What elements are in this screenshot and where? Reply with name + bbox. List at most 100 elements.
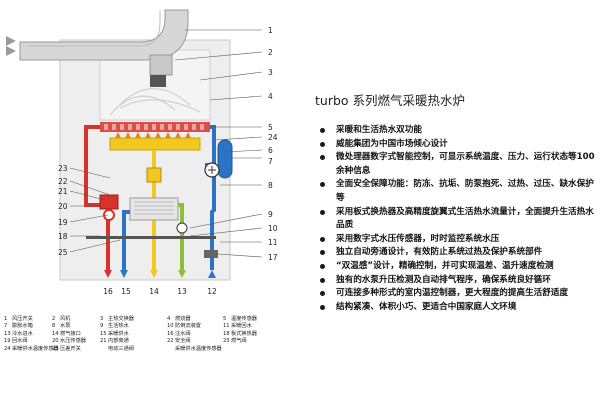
feature-item: 结构紧凑、体积小巧、更适合中国家庭人文环境 [318, 301, 596, 315]
dhw-pipe [122, 203, 184, 270]
legend-item: 10防倒流装置 [167, 323, 201, 330]
callout-10: 10 [268, 224, 278, 233]
fill-valve [204, 250, 218, 258]
bypass-horizontal [86, 236, 216, 239]
callout-21: 21 [58, 187, 68, 196]
feature-item: 威能集团为中国市场倾心设计 [318, 138, 596, 152]
bullet-icon [320, 209, 325, 215]
feature-text: “双温感”设计，精确控制，并可实现温差、温升速度检测 [336, 260, 554, 271]
heat-flow-curves [109, 88, 201, 116]
legend-item: 25压差开关 [52, 345, 81, 352]
feature-text: 威能集团为中国市场倾心设计 [336, 138, 448, 149]
flow-meter [176, 222, 188, 234]
legend-item: 14燃气接口 [52, 330, 81, 337]
air-intake-arrows [6, 36, 16, 56]
bullet-icon [320, 182, 325, 188]
legend-item: 23燃气阀 [223, 338, 247, 345]
feature-text: 可连接多种形式的室内温控制器，更大程度的提高生活舒适度 [336, 288, 569, 299]
feature-list: 采暖和生活热水双功能 威能集团为中国市场倾心设计 微处理器数字式智能控制，可显示… [318, 124, 596, 314]
connection-16: 16 [103, 287, 113, 296]
callout-leaders-left [69, 167, 121, 253]
feature-item: 采用板式换热器及高精度旋翼式生活热水流量计，全面提升生活热水品质 [318, 206, 596, 233]
callout-19: 19 [58, 218, 68, 227]
feature-text: 全面安全保障功能：防冻、抗垢、防泵抱死、过热、过压、缺水保护等 [336, 179, 594, 203]
callout-23: 23 [58, 164, 68, 173]
callout-24: 24 [268, 133, 278, 142]
diverter-valve [99, 194, 119, 221]
callout-4: 4 [268, 92, 273, 101]
callout-1: 1 [268, 26, 273, 35]
feature-text: 结构紧凑、体积小巧、更适合中国家庭人文环境 [336, 301, 517, 312]
feature-item: 可连接多种形式的室内温控制器，更大程度的提高生活舒适度 [318, 287, 596, 301]
bullet-icon [320, 250, 325, 256]
callout-17: 17 [268, 253, 278, 262]
feature-item: 采暖和生活热水双功能 [318, 124, 596, 138]
legend-item: 22安全阀 [167, 338, 191, 345]
connection-15: 15 [121, 287, 131, 296]
bullet-icon [320, 128, 325, 133]
feature-text: 微处理器数字式智能控制，可显示系统温度、压力、运行状态等100余种信息 [336, 152, 595, 176]
legend-item: 19回水阀 [4, 338, 28, 345]
feature-item: 采用数字式水压传感器，时时监控系统水压 [318, 233, 596, 247]
connection-numbers: 16 15 14 13 12 [103, 287, 217, 296]
main-heat-exchanger [100, 122, 210, 132]
callout-25: 25 [58, 248, 68, 257]
bullet-icon [320, 141, 325, 147]
callout-8: 8 [268, 181, 273, 190]
callout-2: 2 [268, 48, 273, 57]
connection-14: 14 [149, 287, 159, 296]
callout-11: 11 [268, 238, 278, 247]
legend-item: 18板式换热器 [223, 330, 257, 337]
legend-item: 采暖供水温度传感器 [175, 345, 222, 352]
boiler-cutaway-diagram: 1 2 3 4 5 24 6 7 8 9 10 11 17 23 22 21 2… [6, 9, 278, 296]
bullet-icon [320, 277, 325, 283]
legend-item: 电动三通阀 [108, 345, 134, 352]
bullet-icon [320, 291, 325, 297]
callout-20: 20 [58, 202, 68, 211]
callout-numbers-right: 1 2 3 4 5 24 6 7 8 9 10 11 17 [268, 26, 278, 262]
callout-9: 9 [268, 210, 273, 219]
feature-text: 独立自动旁通设计，有效防止系统过热及保护系统部件 [336, 247, 543, 258]
legend-item: 20水压传感器 [52, 338, 86, 345]
plate-heat-exchanger [129, 197, 179, 221]
feature-text: 采用板式换热器及高精度旋翼式生活热水流量计，全面提升生活热水品质 [336, 206, 594, 231]
callout-22: 22 [58, 177, 68, 186]
legend-item: 11采暖回水 [223, 323, 252, 330]
feature-item: 微处理器数字式智能控制，可显示系统温度、压力、运行状态等100余种信息 [318, 151, 596, 178]
callout-leaders-right [174, 29, 263, 258]
feature-text: 独有的水泵升压检测及自动排气程序，确保系统良好循环 [336, 274, 551, 285]
callout-18: 18 [58, 232, 68, 241]
product-title: turbo 系列燃气采暖热水炉 [315, 93, 466, 108]
callout-5: 5 [268, 123, 273, 132]
feature-text: 采用数字式水压传感器，时时监控系统水压 [336, 233, 500, 244]
flue-duct [19, 9, 189, 87]
connection-arrows [104, 270, 216, 278]
callout-numbers-left: 23 22 21 20 19 18 25 [58, 164, 68, 257]
legend-item: 21内部旁通 [100, 338, 129, 345]
bullet-icon [320, 304, 325, 310]
callout-6: 6 [268, 146, 273, 155]
feature-item: 独有的水泵升压检测及自动排气程序，确保系统良好循环 [318, 274, 596, 288]
feature-text: 采暖和生活热水双功能 [336, 125, 422, 135]
bullet-icon [320, 236, 325, 242]
gas-valve [146, 167, 162, 183]
callout-3: 3 [268, 68, 273, 77]
feature-item: “双温感”设计，精确控制，并可实现温差、温升速度检测 [318, 260, 596, 274]
feature-item: 全面安全保障功能：防冻、抗垢、防泵抱死、过热、过压、缺水保护等 [318, 178, 596, 205]
callout-7: 7 [268, 157, 273, 166]
bullet-icon [320, 263, 325, 269]
legend-item: 24采暖供水温度传感器 [4, 345, 59, 352]
connection-13: 13 [177, 287, 187, 296]
legend-item: 13冷水进水 [4, 330, 33, 337]
legend-item: 15采暖供水 [100, 330, 129, 337]
feature-item: 独立自动旁通设计，有效防止系统过热及保护系统部件 [318, 246, 596, 260]
legend-item: 16注水阀 [167, 330, 191, 337]
expansion-vessel [217, 139, 233, 179]
